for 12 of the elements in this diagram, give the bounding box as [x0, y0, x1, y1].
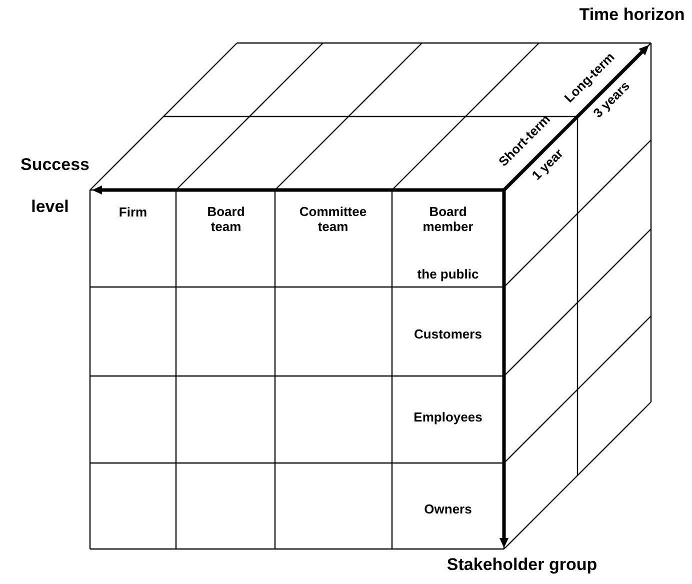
axis-label: Time horizon [578, 5, 686, 25]
row-label: the public [416, 268, 480, 282]
row-label: Customers [413, 328, 483, 342]
axis-label: level [30, 197, 70, 217]
row-label: Employees [412, 410, 484, 426]
column-heading: Firm [118, 206, 148, 220]
column-heading: Board team [206, 205, 246, 235]
column-heading: Board member [422, 205, 474, 235]
column-heading: Committee team [298, 205, 368, 235]
axis-label: Success [20, 155, 90, 175]
row-label: Owners [423, 502, 473, 518]
axis-label: Stakeholder group [446, 555, 598, 575]
